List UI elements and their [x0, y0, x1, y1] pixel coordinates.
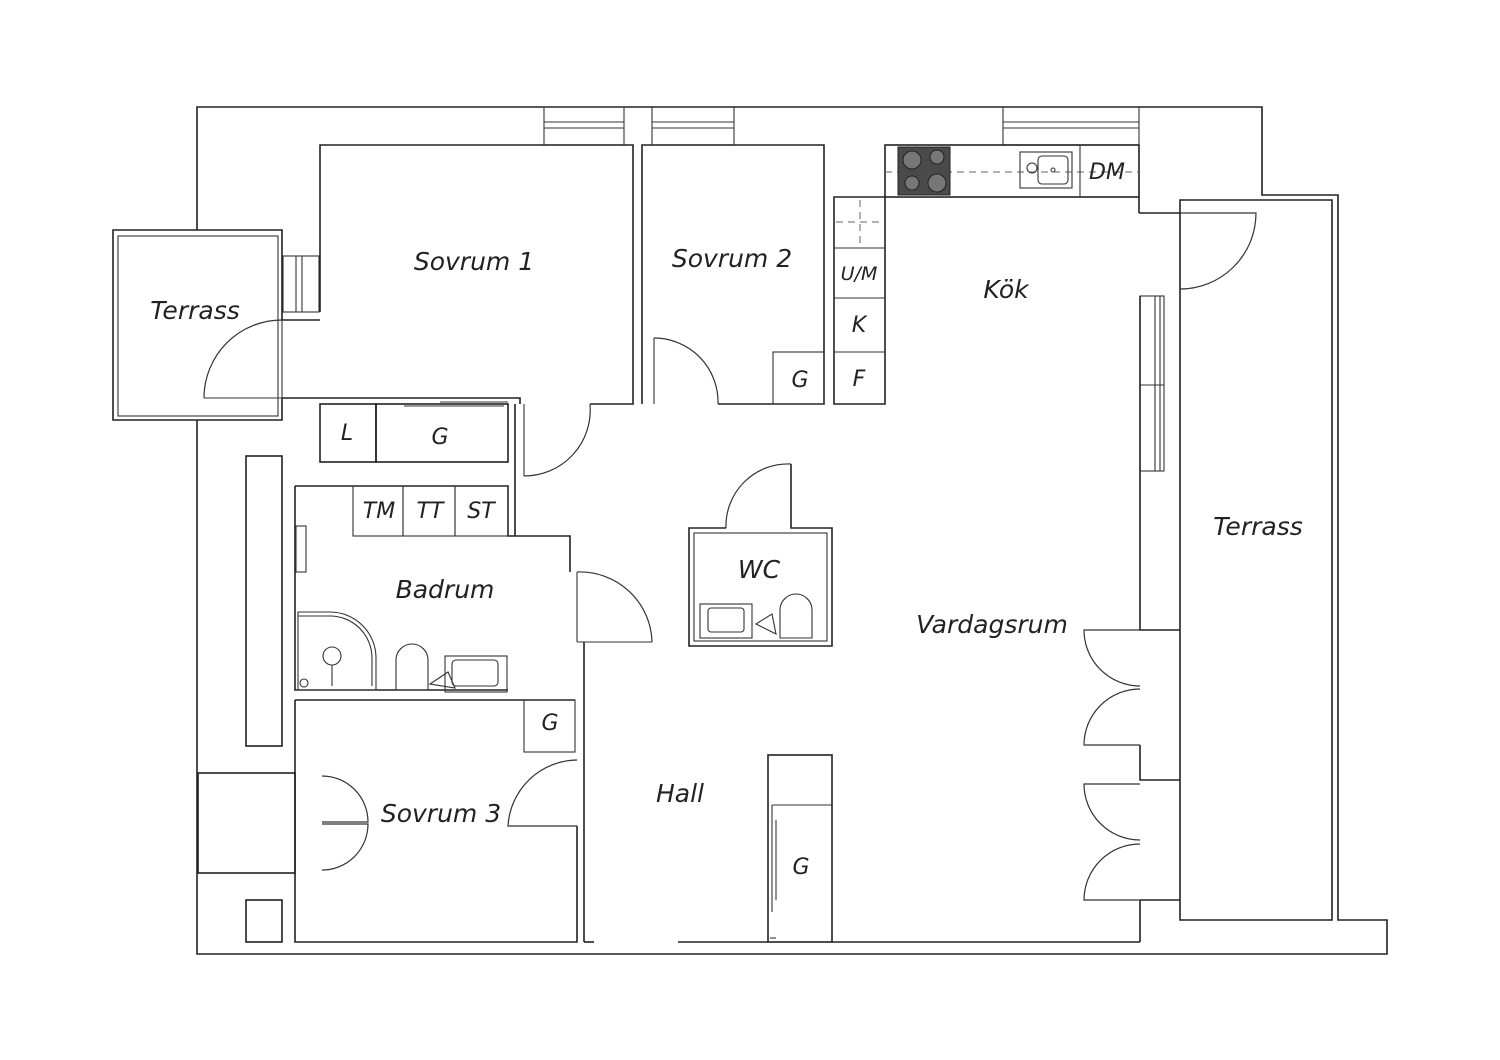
label-badrum: Badrum	[396, 575, 495, 604]
label-dm: DM	[1089, 160, 1125, 185]
label-um: U/M	[841, 263, 878, 285]
label-sovrum-3: Sovrum 3	[381, 799, 501, 828]
label-tm: TM	[363, 499, 395, 524]
label-hall: Hall	[656, 779, 704, 808]
label-sovrum-1: Sovrum 1	[414, 247, 534, 276]
room-labels: Terrass Sovrum 1 Sovrum 2 Kök Terrass Ba…	[150, 244, 1303, 828]
hall-closet	[767, 754, 833, 943]
label-f: F	[853, 367, 866, 392]
label-g-sovrum3: G	[541, 711, 558, 736]
bathroom	[294, 485, 653, 760]
closets-north	[319, 401, 509, 463]
bedroom-2	[641, 144, 825, 405]
label-g-sovrum2: G	[791, 368, 808, 393]
label-terrass-east: Terrass	[1213, 512, 1303, 541]
west-shaft	[245, 455, 283, 747]
fixture-labels: DM U/M K F G L G TM TT ST G G	[341, 160, 1125, 880]
wc-room	[688, 463, 833, 647]
label-vardagsrum: Vardagsrum	[916, 610, 1068, 639]
label-st: ST	[467, 499, 496, 524]
east-terrace	[1083, 199, 1333, 942]
label-l: L	[341, 421, 353, 446]
kitchen	[833, 144, 1180, 405]
windows	[282, 106, 1165, 472]
label-sovrum-2: Sovrum 2	[672, 244, 792, 273]
label-terrass-west: Terrass	[150, 296, 240, 325]
label-kok: Kök	[983, 275, 1030, 304]
label-g-closet: G	[431, 425, 448, 450]
exterior-walls	[196, 106, 1388, 955]
label-g-hall: G	[792, 855, 809, 880]
hall-walls	[514, 404, 1140, 943]
label-tt: TT	[417, 499, 445, 524]
bedroom-1	[282, 144, 634, 477]
label-wc: WC	[738, 555, 781, 584]
west-terrace	[112, 229, 283, 421]
bedroom-3	[197, 699, 585, 943]
label-k: K	[852, 313, 868, 338]
